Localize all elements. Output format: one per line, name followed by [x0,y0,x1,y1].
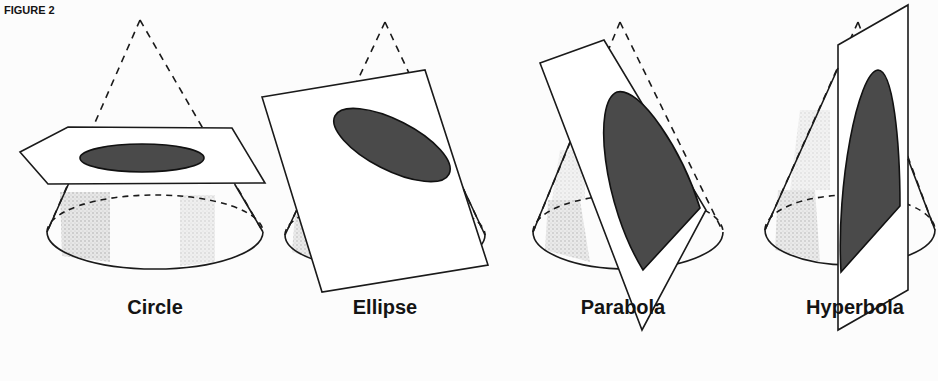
cutting-plane [262,70,488,292]
figure-title: FIGURE 2 [4,4,55,16]
hyperbola-cone [765,5,935,330]
ellipse-section [324,94,461,197]
conic-name: Ellipse [353,296,417,319]
cutting-plane [540,40,706,330]
conic-name: Hyperbola [806,296,904,319]
circle-section [80,144,204,172]
conic-name: Circle [127,296,183,319]
circle-cone [20,20,265,269]
conic-name: Parabola [581,296,665,319]
ellipse-cone [262,22,488,292]
cutting-plane [20,127,265,184]
parabola-section [604,92,700,270]
cutting-plane [838,5,908,330]
parabola-cone [533,22,723,330]
hyperbola-section [840,70,900,272]
